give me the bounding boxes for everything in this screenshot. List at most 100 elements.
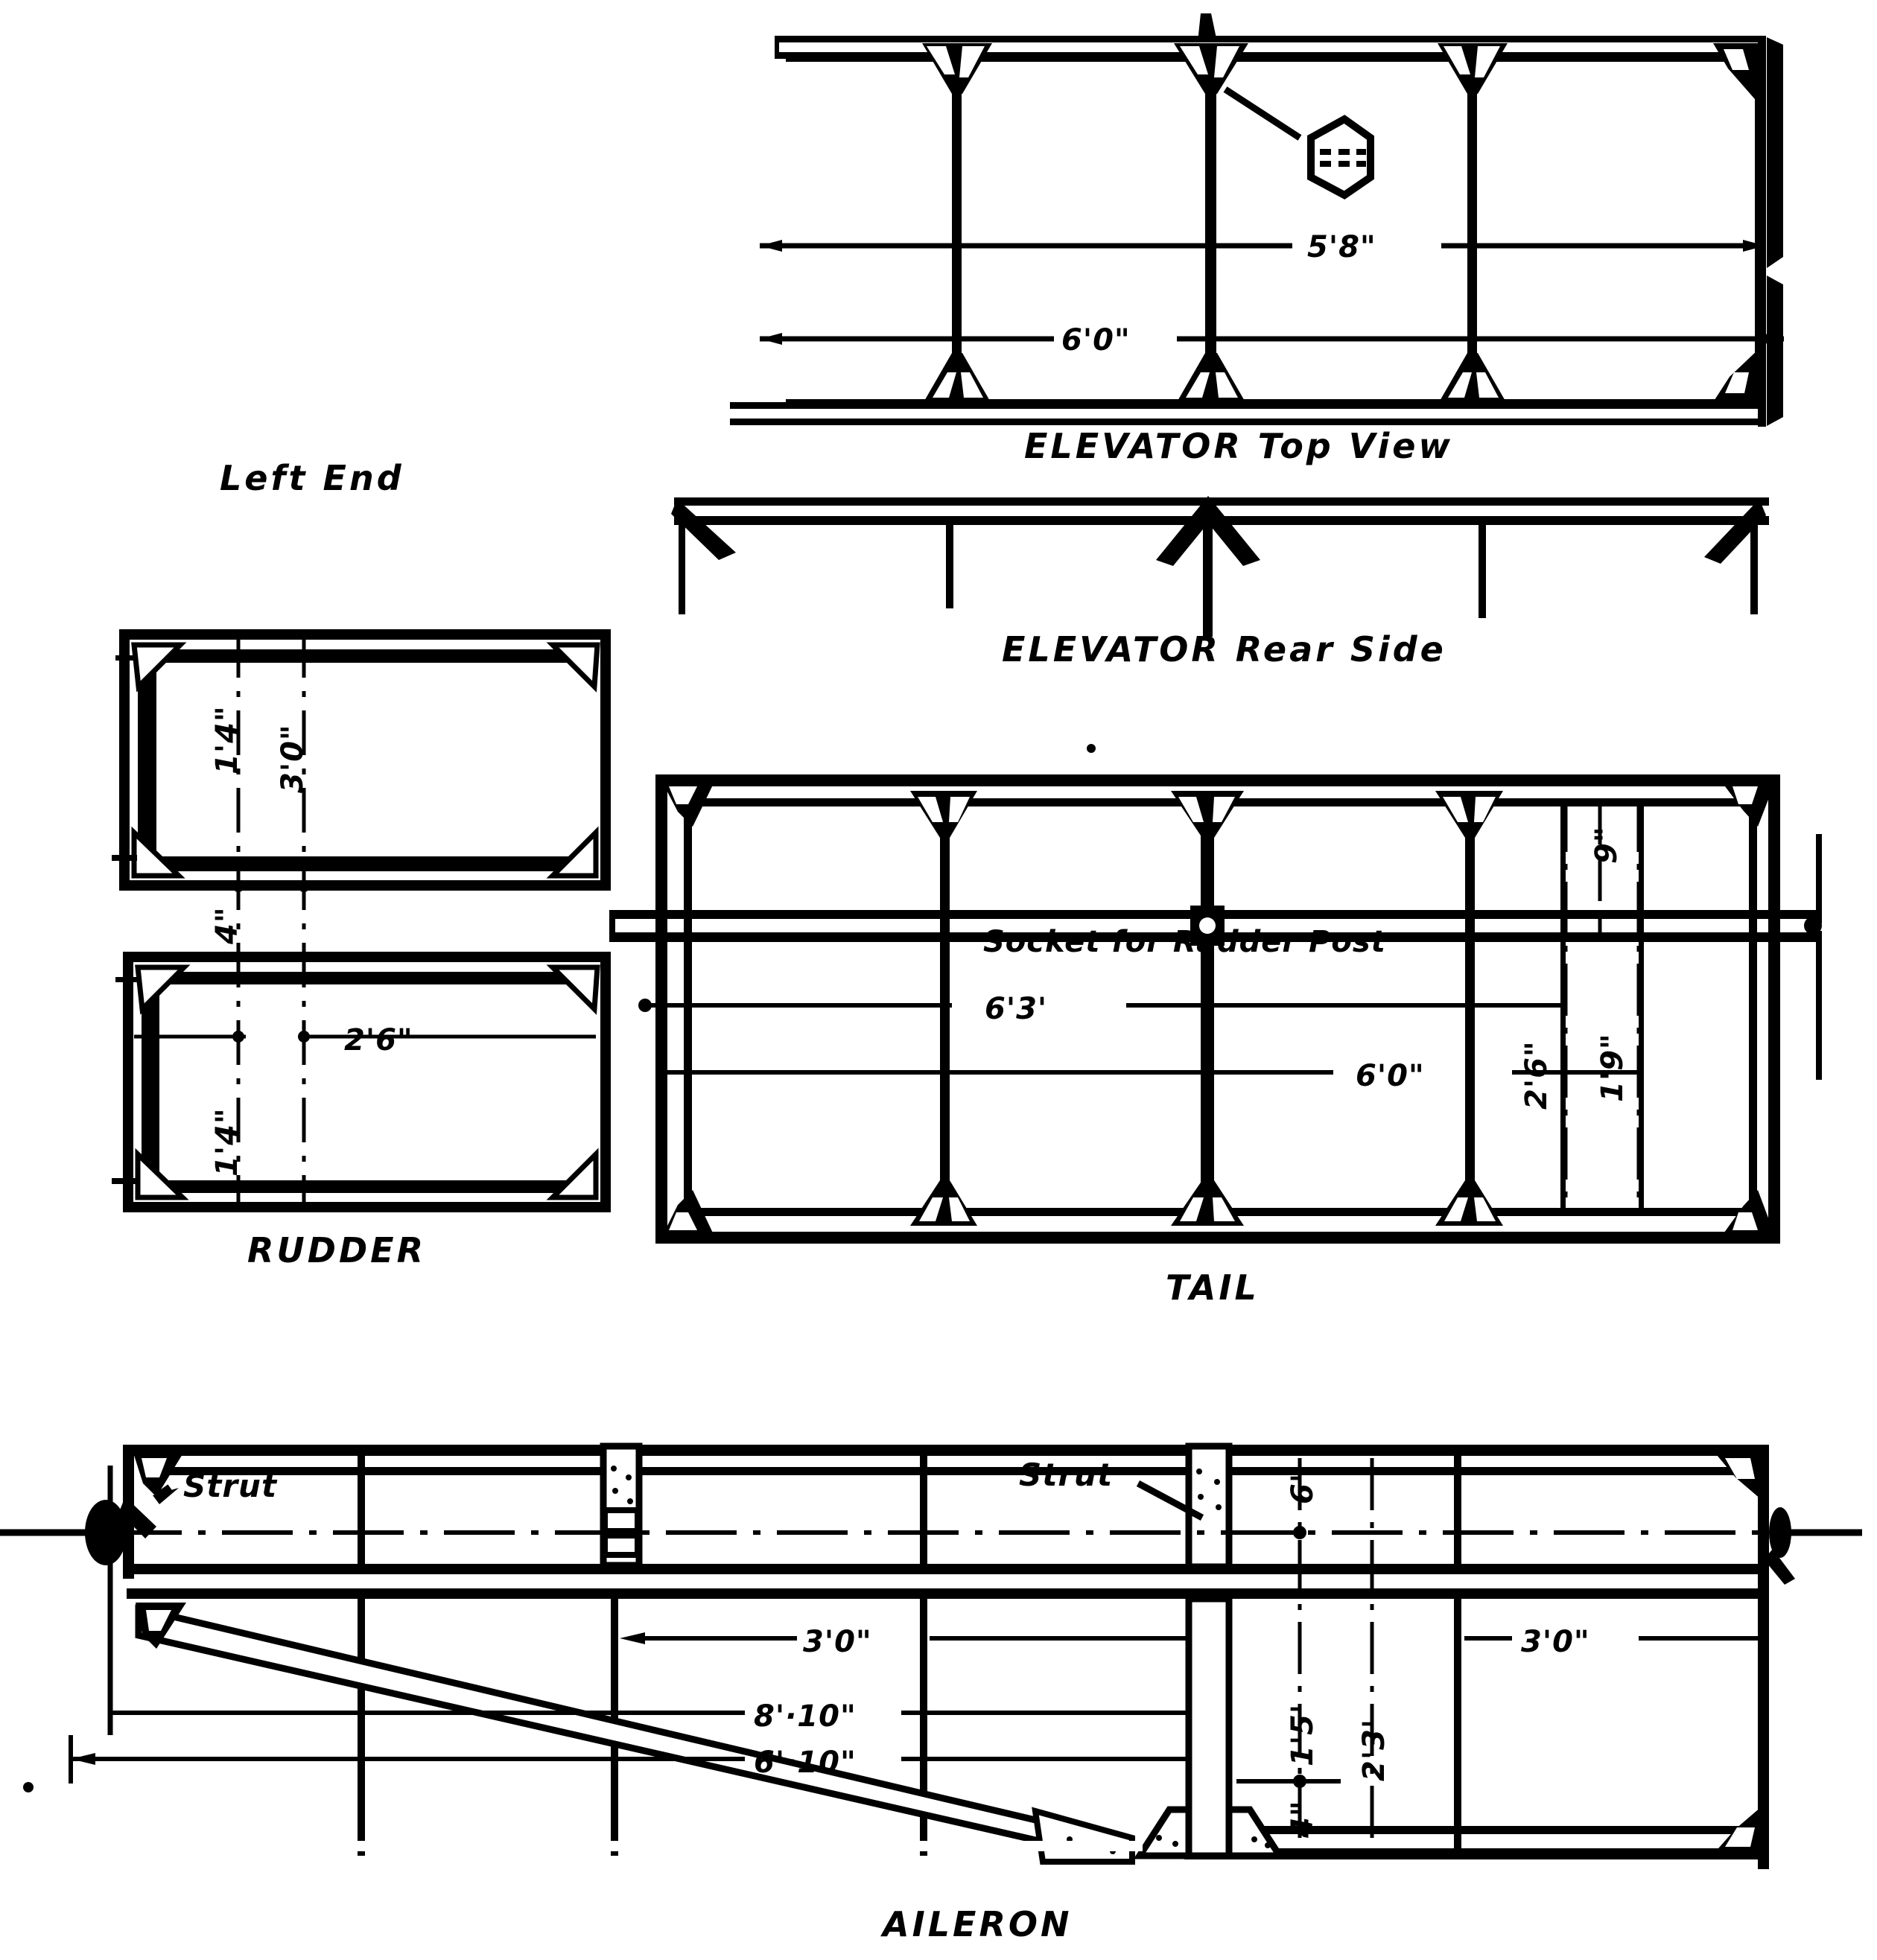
rear-side-hinge-horns bbox=[671, 496, 1766, 566]
tail-gusset-bl-void bbox=[669, 1212, 697, 1230]
dimension-elevator-5-8: 5'8" bbox=[760, 230, 1765, 264]
dim-label-rudder-1-4-bot: 1'4" bbox=[210, 1107, 244, 1177]
aileron-rib-l1 bbox=[358, 1599, 365, 1856]
rudder-l-right-outer bbox=[600, 952, 611, 1212]
rudder-l-top-outer bbox=[123, 952, 611, 962]
aileron-rib-u1 bbox=[358, 1456, 365, 1564]
horn-right bbox=[1704, 499, 1766, 564]
aileron-socket-notch-stipple bbox=[1156, 1835, 1271, 1848]
dim-label-aileron-2-3: 2'3' bbox=[1357, 1719, 1391, 1781]
gusset-bot-2-void-a bbox=[1186, 372, 1210, 398]
tail-dimension-lines bbox=[638, 800, 1641, 1215]
aileron-rib-l4 bbox=[1454, 1599, 1461, 1856]
aileron-rib-l3 bbox=[920, 1599, 927, 1856]
dim-label-tail-6-3: 6'3' bbox=[985, 992, 1047, 1026]
aileron-dim-3-0-left-arrow bbox=[620, 1632, 645, 1644]
rear-post-3 bbox=[1479, 521, 1486, 618]
caption-elevator-rear-side: ELEVATOR Rear Side bbox=[1002, 629, 1446, 669]
note-socket-for-rudder-post: Socket for Rudder Post bbox=[983, 925, 1387, 959]
fitting-detail-dots bbox=[1320, 149, 1366, 167]
rudder-l-gusset-tl bbox=[135, 964, 191, 1015]
rudder-u-hinge-top bbox=[115, 655, 138, 661]
aileron-center-post-left bbox=[600, 1442, 643, 1569]
aileron-center-post-left-stipple bbox=[611, 1466, 633, 1504]
aileron-strut-leader-right bbox=[1136, 1480, 1204, 1521]
tail-rib-gussets-top bbox=[910, 791, 1503, 838]
tail-right-outer bbox=[1768, 774, 1780, 1244]
elevator-right-tip-lower bbox=[1767, 276, 1783, 426]
gusset-top-1-void-b bbox=[959, 46, 985, 77]
rudder-u-right-outer bbox=[600, 629, 611, 890]
aileron-dim-6-10-arrow bbox=[71, 1753, 95, 1765]
aileron-right-outer bbox=[1758, 1445, 1769, 1869]
aileron-center-post-right bbox=[1185, 1442, 1233, 1859]
rear-spar-top bbox=[674, 497, 1769, 506]
rudder-dim-dot-a bbox=[232, 1031, 244, 1043]
aileron-pivot-left-eye bbox=[85, 1500, 127, 1565]
aileron-main-spar-bottom bbox=[127, 1588, 1769, 1599]
aileron-center-post-right-stipple bbox=[1196, 1469, 1222, 1510]
rudder-dim-dot-b bbox=[298, 1031, 310, 1043]
fitting-detail-hexagon bbox=[1307, 115, 1374, 200]
rudder-lower-panel bbox=[112, 952, 611, 1212]
rudder-dimension-lines bbox=[134, 633, 596, 1206]
detail-leader-line bbox=[1223, 86, 1302, 141]
aileron-pivot-right bbox=[1764, 1507, 1862, 1585]
rudder-u-gusset-tr bbox=[546, 642, 600, 693]
tail-gusset-br-void bbox=[1733, 1212, 1758, 1230]
caption-elevator-top-view: ELEVATOR Top View bbox=[1024, 426, 1453, 466]
aileron-view: Strut Strut 3'0" 3'0" 8'·10" 6'·10" 6" 1… bbox=[0, 1442, 1862, 1944]
gusset-bot-1-void-b bbox=[961, 372, 983, 398]
dim-label-elevator-5-8: 5'8" bbox=[1307, 230, 1376, 264]
gusset-top-corner bbox=[1713, 43, 1759, 104]
rear-side-posts bbox=[679, 521, 1758, 637]
elevator-trailing-spar-inner bbox=[730, 402, 1765, 409]
gusset-bot-2-void-b bbox=[1216, 372, 1238, 398]
rear-post-1 bbox=[946, 521, 953, 608]
tail-bottom-outer bbox=[655, 1232, 1780, 1244]
rudder-l-gusset-br bbox=[546, 1148, 599, 1200]
tail-left-outer bbox=[655, 774, 667, 1244]
gusset-top-1-void-a bbox=[927, 46, 955, 74]
elevator-inner-frame bbox=[786, 56, 1761, 405]
tail-gusset-tr-void bbox=[1733, 786, 1758, 804]
tail-dim-6-3-dot bbox=[638, 999, 652, 1012]
tail-right-inner bbox=[1749, 798, 1757, 1215]
elevator-right-post bbox=[1758, 36, 1766, 427]
gusset-bot-3-void-b bbox=[1476, 372, 1499, 398]
caption-rudder: RUDDER bbox=[247, 1230, 426, 1270]
caption-left-end: Left End bbox=[220, 458, 404, 498]
dim-label-tail-9in: 9" bbox=[1589, 826, 1624, 864]
arrow-right-6-0 bbox=[1762, 333, 1784, 345]
rudder-dim-dot-c bbox=[232, 880, 244, 892]
aileron-bottom-outer-right bbox=[1184, 1848, 1769, 1859]
aileron-dim-4in-dot bbox=[1293, 1775, 1306, 1788]
dim-label-elevator-6-0: 6'0" bbox=[1061, 323, 1131, 357]
dim-label-tail-2-6: 2'6" bbox=[1519, 1040, 1554, 1110]
dim-label-aileron-3-0-left: 3'0" bbox=[803, 1625, 872, 1659]
arrow-left-5-8 bbox=[760, 240, 782, 252]
ink-speck-1 bbox=[1087, 744, 1096, 753]
rear-post-right bbox=[1750, 521, 1758, 614]
rudder-u-bot-outer bbox=[119, 880, 611, 891]
rudder-l-gusset-tr bbox=[546, 964, 600, 1015]
dim-label-aileron-6-10: 6'·10" bbox=[754, 1746, 857, 1780]
aileron-pivot-right-arm bbox=[1764, 1549, 1795, 1585]
gusset-bot-3-void-a bbox=[1448, 372, 1472, 398]
dim-label-rudder-4in: 4" bbox=[210, 906, 244, 945]
aileron-dimension-lines bbox=[0, 1458, 1773, 1856]
rudder-l-hinge-bot bbox=[112, 1178, 137, 1184]
rudder-view: 1'4" 3'0" 4" 2'6" 1'4" RUDDER bbox=[112, 629, 611, 1270]
aileron-rib-u4 bbox=[1454, 1456, 1461, 1564]
elevator-rib-3 bbox=[1467, 59, 1477, 402]
aileron-pivot-left bbox=[0, 1466, 156, 1735]
tail-gusset-tl-void bbox=[669, 786, 697, 804]
gusset-top-3-void-a bbox=[1444, 46, 1470, 74]
arrow-left-6-0 bbox=[760, 333, 782, 345]
rudder-u-gusset-bl bbox=[131, 826, 185, 879]
tail-rib-5 bbox=[1639, 798, 1644, 1215]
aileron-main-spar-top bbox=[127, 1564, 1769, 1574]
dim-label-tail-1-9: 1'9" bbox=[1595, 1033, 1630, 1102]
